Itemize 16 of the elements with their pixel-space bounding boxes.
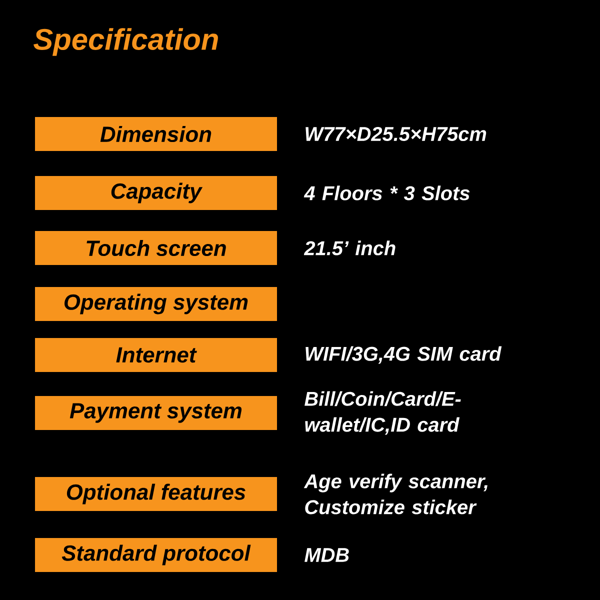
spec-value: W77×D25.5×H75cm (306, 126, 486, 142)
spec-value: Age verify scanner, Customize sticker (304, 474, 488, 514)
title: Specification (34, 28, 218, 56)
spec-value: Bill/Coin/Card/E-wallet/IC,ID card (304, 391, 461, 435)
label-box: Internet (35, 338, 277, 372)
spec-value: MDB (304, 548, 349, 562)
spec-value: 21.5’ inch (304, 240, 396, 256)
label-box: Operating system (35, 287, 277, 321)
label-box: Dimension (35, 117, 277, 151)
label-box: Optional features (35, 477, 277, 511)
label-box: Standard protocol (35, 538, 277, 572)
label-box: Capacity (35, 176, 277, 210)
spec-value: WIFI/3G,4G SIM card (306, 346, 502, 364)
label-box: Touch screen (35, 231, 277, 265)
spec-value: 4 Floors * 3 Slots (304, 186, 470, 200)
label-box: Payment system (35, 396, 277, 430)
